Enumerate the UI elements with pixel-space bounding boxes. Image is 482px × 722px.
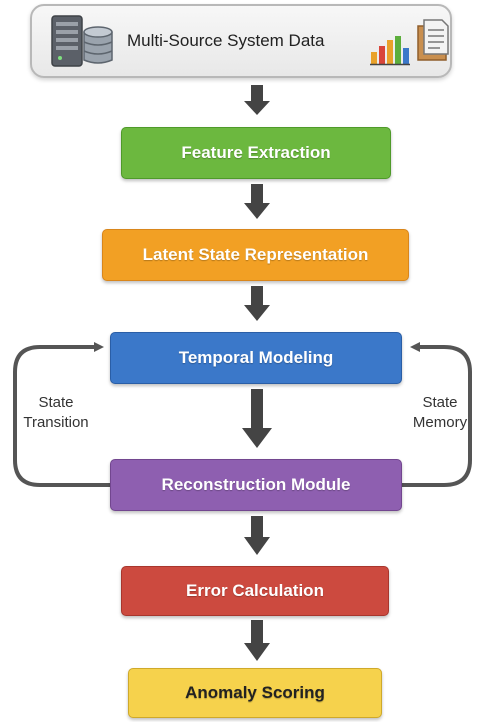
state-memory-loop bbox=[402, 342, 472, 487]
state-memory-line2: Memory bbox=[412, 414, 468, 431]
error-calculation-box: Error Calculation bbox=[121, 566, 389, 616]
down-arrow-2 bbox=[244, 184, 270, 219]
latent-state-label: Latent State Representation bbox=[142, 245, 369, 264]
state-transition-loop bbox=[13, 342, 110, 487]
state-transition-label: State Transition bbox=[10, 393, 102, 433]
reconstruction-module-label: Reconstruction Module bbox=[161, 475, 351, 494]
anomaly-scoring-label: Anomaly Scoring bbox=[185, 683, 325, 702]
reconstruction-module-box: Reconstruction Module bbox=[110, 459, 402, 511]
temporal-modeling-label: Temporal Modeling bbox=[178, 348, 334, 367]
state-memory-line1: State bbox=[422, 394, 458, 411]
down-arrow-5 bbox=[244, 516, 270, 555]
down-arrow-6 bbox=[244, 620, 270, 661]
state-transition-line2: Transition bbox=[23, 414, 89, 431]
temporal-modeling-box: Temporal Modeling bbox=[110, 332, 402, 384]
state-memory-label: State Memory bbox=[398, 393, 482, 433]
source-label: Multi-Source System Data bbox=[127, 31, 325, 50]
down-arrow-3 bbox=[244, 286, 270, 321]
server-database-icon bbox=[51, 15, 113, 67]
latent-state-box: Latent State Representation bbox=[102, 229, 409, 281]
feature-extraction-box: Feature Extraction bbox=[121, 127, 391, 179]
feature-extraction-label: Feature Extraction bbox=[181, 143, 331, 162]
document-icon bbox=[417, 19, 449, 61]
bar-chart-icon bbox=[370, 36, 410, 66]
source-box: Multi-Source System Data bbox=[30, 4, 452, 78]
anomaly-scoring-box: Anomaly Scoring bbox=[128, 668, 382, 718]
down-arrow-1 bbox=[244, 85, 270, 115]
error-calculation-label: Error Calculation bbox=[186, 581, 324, 600]
down-arrow-4 bbox=[242, 389, 272, 448]
state-transition-line1: State bbox=[38, 394, 74, 411]
